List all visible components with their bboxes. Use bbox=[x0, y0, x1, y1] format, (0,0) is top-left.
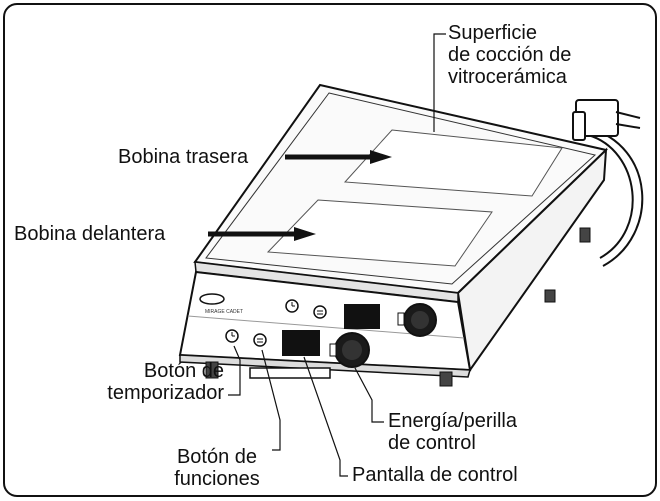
front-function-button-icon bbox=[253, 333, 267, 347]
surface-label: Superficie de cocción de vitrocerámica bbox=[448, 22, 572, 88]
front-coil-label: Bobina delantera bbox=[14, 223, 166, 245]
function-button-label: Botón de funciones bbox=[174, 446, 260, 490]
rear-coil-label: Bobina trasera bbox=[118, 146, 249, 168]
front-control-display bbox=[282, 330, 320, 356]
power-knob-label: Energía/perilla de control bbox=[388, 410, 517, 454]
rear-timer-button-icon bbox=[285, 299, 299, 313]
power-plug bbox=[572, 99, 641, 141]
function-leader bbox=[261, 349, 281, 451]
rear-function-button-icon bbox=[313, 305, 327, 319]
rear-control-display bbox=[344, 304, 380, 329]
timer-leader bbox=[228, 345, 241, 396]
rear-coil-zone bbox=[343, 129, 563, 197]
surface-leader bbox=[433, 33, 446, 132]
brand-logo-badge bbox=[199, 293, 225, 305]
front-timer-button-icon bbox=[225, 329, 239, 343]
timer-button-label: Botón de temporizador bbox=[107, 360, 224, 404]
front-coil-arrow bbox=[208, 227, 316, 241]
display-leader bbox=[303, 356, 348, 477]
control-display-label: Pantalla de control bbox=[352, 464, 518, 486]
brand-model-text: MIRAGE CADET bbox=[205, 309, 243, 315]
rear-coil-arrow bbox=[285, 150, 392, 164]
power-cord bbox=[587, 127, 644, 267]
knob-leader bbox=[354, 367, 384, 423]
